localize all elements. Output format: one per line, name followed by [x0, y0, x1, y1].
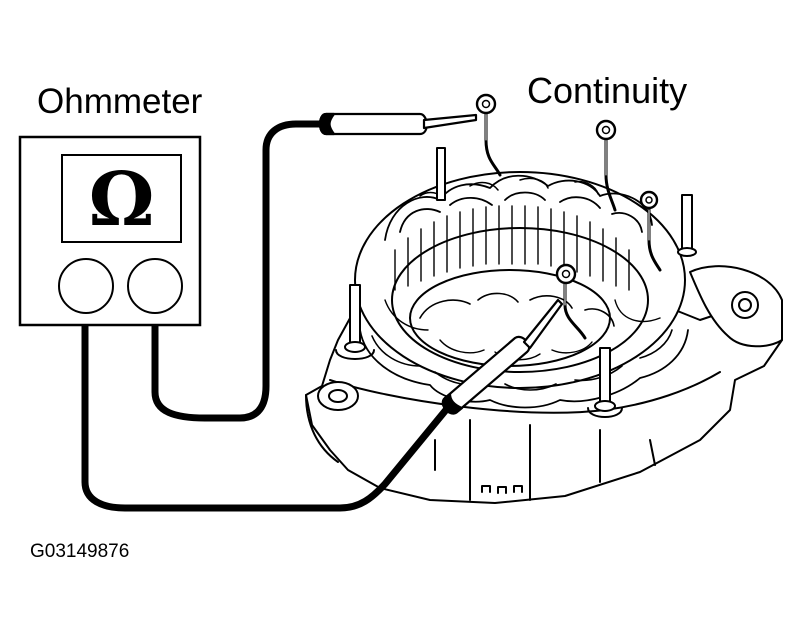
mount-hole: [738, 298, 752, 312]
ring-terminal-hole: [481, 99, 653, 279]
probe-grip: [318, 112, 336, 136]
omega-symbol: Ω: [88, 157, 155, 243]
stator-core-inner: [391, 227, 649, 373]
stator-winding-top: [384, 174, 653, 241]
ohmmeter-label: Ohmmeter: [37, 82, 203, 121]
probe-grip: [441, 392, 464, 415]
probe-tip: [522, 298, 564, 350]
stator-winding-inner: [384, 299, 661, 331]
continuity-label: Continuity: [527, 70, 688, 111]
test-lead-upper: [151, 120, 332, 422]
housing-lug: [317, 381, 359, 411]
meter-jack-left: [58, 258, 114, 314]
housing-rib: [434, 439, 656, 471]
mount-hole: [731, 291, 759, 319]
housing-step: [329, 371, 721, 414]
probe-handle: [318, 112, 428, 136]
test-lead-lower: [81, 318, 454, 512]
probe-tip: [422, 113, 478, 130]
stator-lead-core: [485, 113, 650, 306]
ohmmeter-icon: [18, 135, 202, 327]
test-lead-icon: [81, 120, 454, 512]
alternator-stator-icon: [305, 93, 783, 504]
housing-rib: [469, 419, 601, 501]
housing-mounting-boss: [305, 394, 339, 463]
stator-stud: [344, 147, 697, 412]
housing-lug-hole: [328, 389, 348, 403]
figure-code: G03149876: [30, 541, 130, 562]
test-probe-icon: [441, 298, 564, 415]
test-probe-icon: [318, 112, 478, 136]
stator-laminations: [394, 205, 630, 291]
housing-mount-ear: [689, 265, 783, 348]
stator-winding-bottom: [359, 329, 689, 409]
stator-winding-inner: [419, 292, 615, 327]
stator-core-outer: [354, 171, 686, 389]
stator-winding-top: [399, 191, 643, 233]
housing-slot: [481, 485, 523, 494]
stator-winding-top: [419, 177, 599, 201]
meter-jack-right: [127, 258, 183, 314]
stud-flat: [335, 349, 623, 418]
ring-terminal-icon: [475, 93, 659, 285]
meter-display: [61, 154, 182, 243]
